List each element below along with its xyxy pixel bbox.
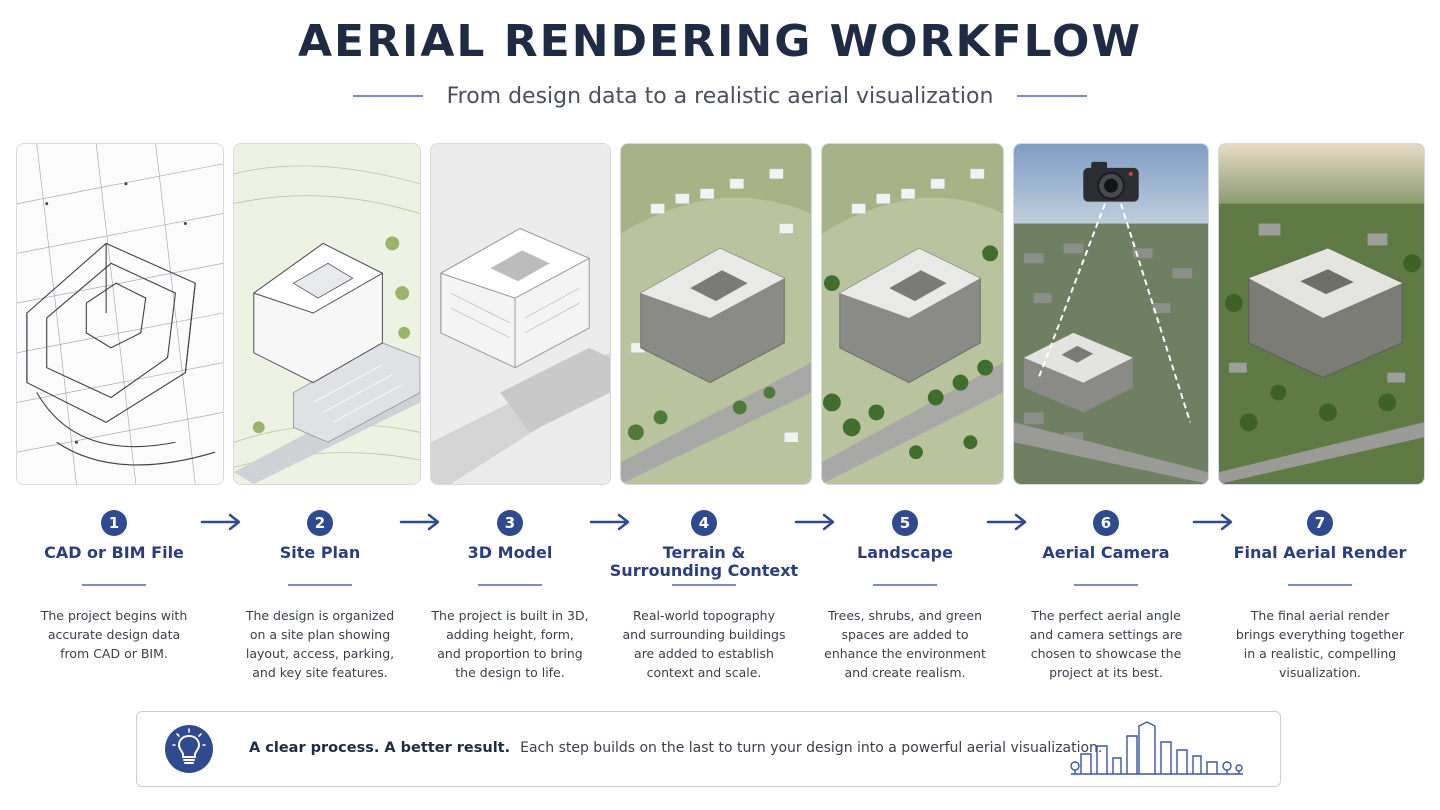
subtitle-divider-left <box>352 95 423 97</box>
panel-final-render <box>1218 143 1425 485</box>
panel-3d-model <box>430 143 611 485</box>
subtitle-row: From design data to a realistic aerial v… <box>0 80 1440 112</box>
footer-banner: A clear process. A better result. Each st… <box>136 711 1281 787</box>
step-title: Site Plan <box>279 543 361 562</box>
step-divider <box>82 584 146 586</box>
camera-icon <box>1083 161 1139 202</box>
step-divider <box>478 584 542 586</box>
footer-message: A clear process. A better result. Each st… <box>249 740 1102 756</box>
step-description: The project is built in 3D,adding height… <box>431 608 589 680</box>
lightbulb-icon <box>165 725 213 773</box>
arrow-right-icon <box>399 513 440 531</box>
city-skyline-icon <box>1070 721 1243 775</box>
panel-aerial-camera <box>1013 143 1209 485</box>
arrow-right-icon <box>589 513 630 531</box>
arrow-right-icon <box>200 513 241 531</box>
step-title: 3D Model <box>467 543 553 562</box>
step-4: 4 Terrain &Surrounding Context Real-worl… <box>604 508 804 682</box>
step-divider <box>1074 584 1138 586</box>
step-number-badge: 4 <box>691 510 717 536</box>
panel-terrain-context <box>620 143 812 485</box>
step-number-badge: 6 <box>1093 510 1119 536</box>
step-number-badge: 5 <box>892 510 918 536</box>
step-6: 6 Aerial Camera The perfect aerial angle… <box>1008 508 1204 682</box>
step-title: Terrain &Surrounding Context <box>609 543 799 580</box>
footer-headline: A clear process. A better result. <box>249 740 511 756</box>
footer-body: Each step builds on the last to turn you… <box>520 740 1103 756</box>
step-1: 1 CAD or BIM File The project begins wit… <box>16 508 212 663</box>
step-divider <box>672 584 736 586</box>
panel-site-plan <box>233 143 421 485</box>
step-title: CAD or BIM File <box>44 543 184 562</box>
panel-cad-bim-drawing <box>16 143 224 485</box>
step-3: 3 3D Model The project is built in 3D,ad… <box>412 508 608 682</box>
arrow-right-icon <box>1192 513 1233 531</box>
step-divider <box>288 584 352 586</box>
step-number-badge: 3 <box>497 510 523 536</box>
step-title: Landscape <box>857 543 953 562</box>
panel-landscape <box>821 143 1004 485</box>
step-7: 7 Final Aerial Render The final aerial r… <box>1216 508 1424 682</box>
step-number-badge: 7 <box>1307 510 1333 536</box>
page-title: AERIAL RENDERING WORKFLOW <box>298 16 1142 67</box>
step-number-badge: 1 <box>101 510 127 536</box>
step-divider <box>1288 584 1352 586</box>
subtitle-divider-right <box>1017 95 1088 97</box>
step-divider <box>873 584 937 586</box>
step-number-badge: 2 <box>307 510 333 536</box>
step-title: Aerial Camera <box>1042 543 1170 562</box>
arrow-right-icon <box>794 513 835 531</box>
arrow-right-icon <box>986 513 1027 531</box>
step-title: Final Aerial Render <box>1233 543 1407 562</box>
page-subtitle: From design data to a realistic aerial v… <box>446 83 994 109</box>
